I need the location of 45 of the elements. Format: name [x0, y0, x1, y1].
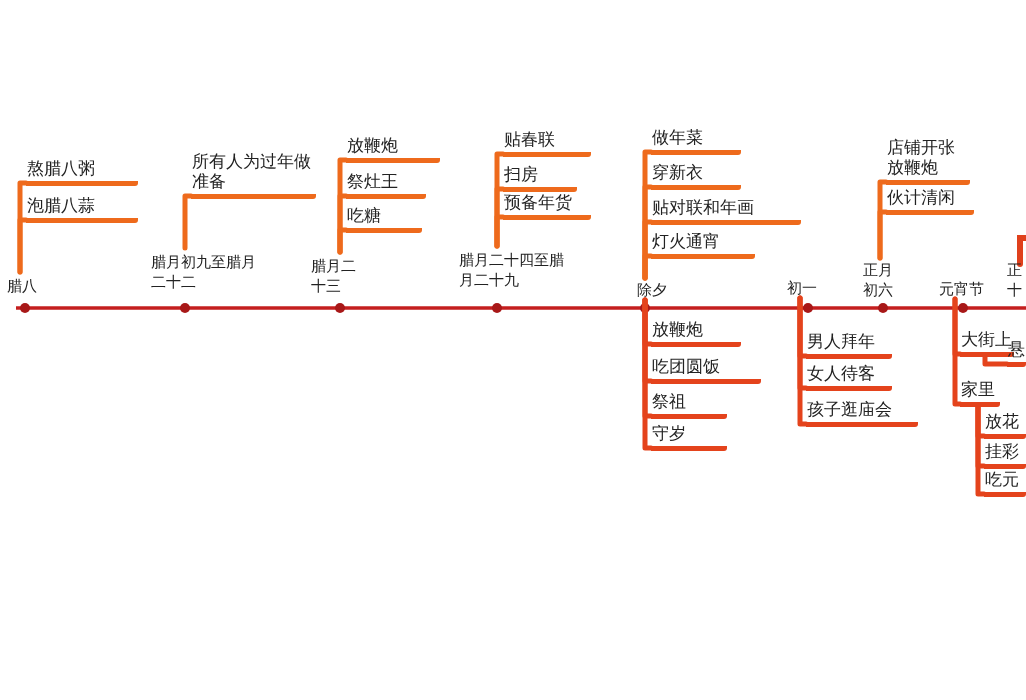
event-label: 放花 [984, 411, 1026, 439]
event-label: 熬腊八粥 [26, 158, 138, 186]
date-label: 腊月二十三 [310, 252, 370, 296]
event-label: 扫房 [503, 164, 577, 192]
event-label: 穿新衣 [651, 162, 741, 190]
event-label: 贴春联 [503, 129, 591, 157]
branch-line [494, 214, 506, 249]
event-label: 店铺开张放鞭炮 [886, 137, 970, 185]
event-label: 男人拜年 [806, 331, 892, 359]
event-label: 所有人为过年做准备 [191, 151, 316, 199]
branch-line [642, 297, 654, 451]
event-label: 泡腊八蒜 [26, 195, 138, 223]
branch-line [982, 354, 1010, 367]
branch-line [797, 295, 809, 427]
event-label: 吃元 [984, 469, 1026, 497]
event-label: 孩子逛庙会 [806, 399, 918, 427]
event-label: 贴对联和年画 [651, 197, 801, 225]
event-label: 放鞭炮 [346, 135, 440, 163]
event-label: 女人待客 [806, 363, 892, 391]
event-label: 吃糖 [346, 205, 422, 233]
date-label: 腊八 [6, 272, 52, 296]
date-label: 除夕 [636, 278, 686, 300]
event-label: 做年菜 [651, 127, 741, 155]
event-label: 灯火通宵 [651, 231, 755, 259]
event-label: 祭祖 [651, 391, 727, 419]
branch-line [877, 209, 889, 261]
date-label: 初一 [786, 276, 828, 298]
branch-line [952, 296, 963, 407]
date-label: 腊月初九至腊月二十二 [150, 248, 265, 292]
event-label: 预备年货 [503, 192, 591, 220]
branch-line [975, 404, 987, 497]
branch-line [182, 193, 194, 251]
event-label: 放鞭炮 [651, 319, 741, 347]
date-label: 元宵节 [938, 277, 994, 299]
event-label: 挂彩 [984, 441, 1026, 469]
branch-line [642, 253, 654, 281]
event-label: 祭灶王 [346, 171, 426, 199]
event-label: 守岁 [651, 423, 727, 451]
date-label: 腊月二十四至腊月二十九 [458, 246, 570, 290]
event-label: 吃团圆饭 [651, 356, 761, 384]
event-label: 家里 [960, 379, 1000, 407]
branch-line [337, 227, 349, 255]
event-label: 伙计清闲 [886, 187, 974, 215]
date-label: 正月初六 [862, 258, 900, 300]
branch-line [17, 217, 29, 275]
